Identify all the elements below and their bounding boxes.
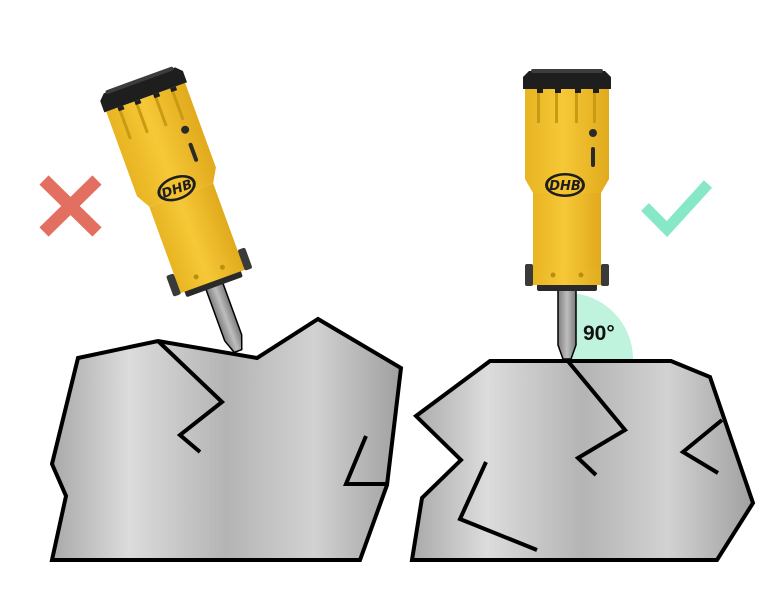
right-angle-indicator [567, 293, 633, 359]
correct-usage-panel: DHB 90° [409, 68, 756, 562]
rock-right [409, 358, 756, 562]
breaker-tilted: DHB [96, 62, 281, 367]
cross-icon [39, 175, 102, 237]
breaker-brand-label: DHB [549, 179, 581, 194]
rock-left [49, 316, 404, 562]
breaker-vertical: DHB [522, 68, 612, 360]
incorrect-usage-panel: DHB [39, 62, 404, 562]
check-icon [641, 180, 713, 237]
angle-label: 90° [583, 322, 615, 345]
